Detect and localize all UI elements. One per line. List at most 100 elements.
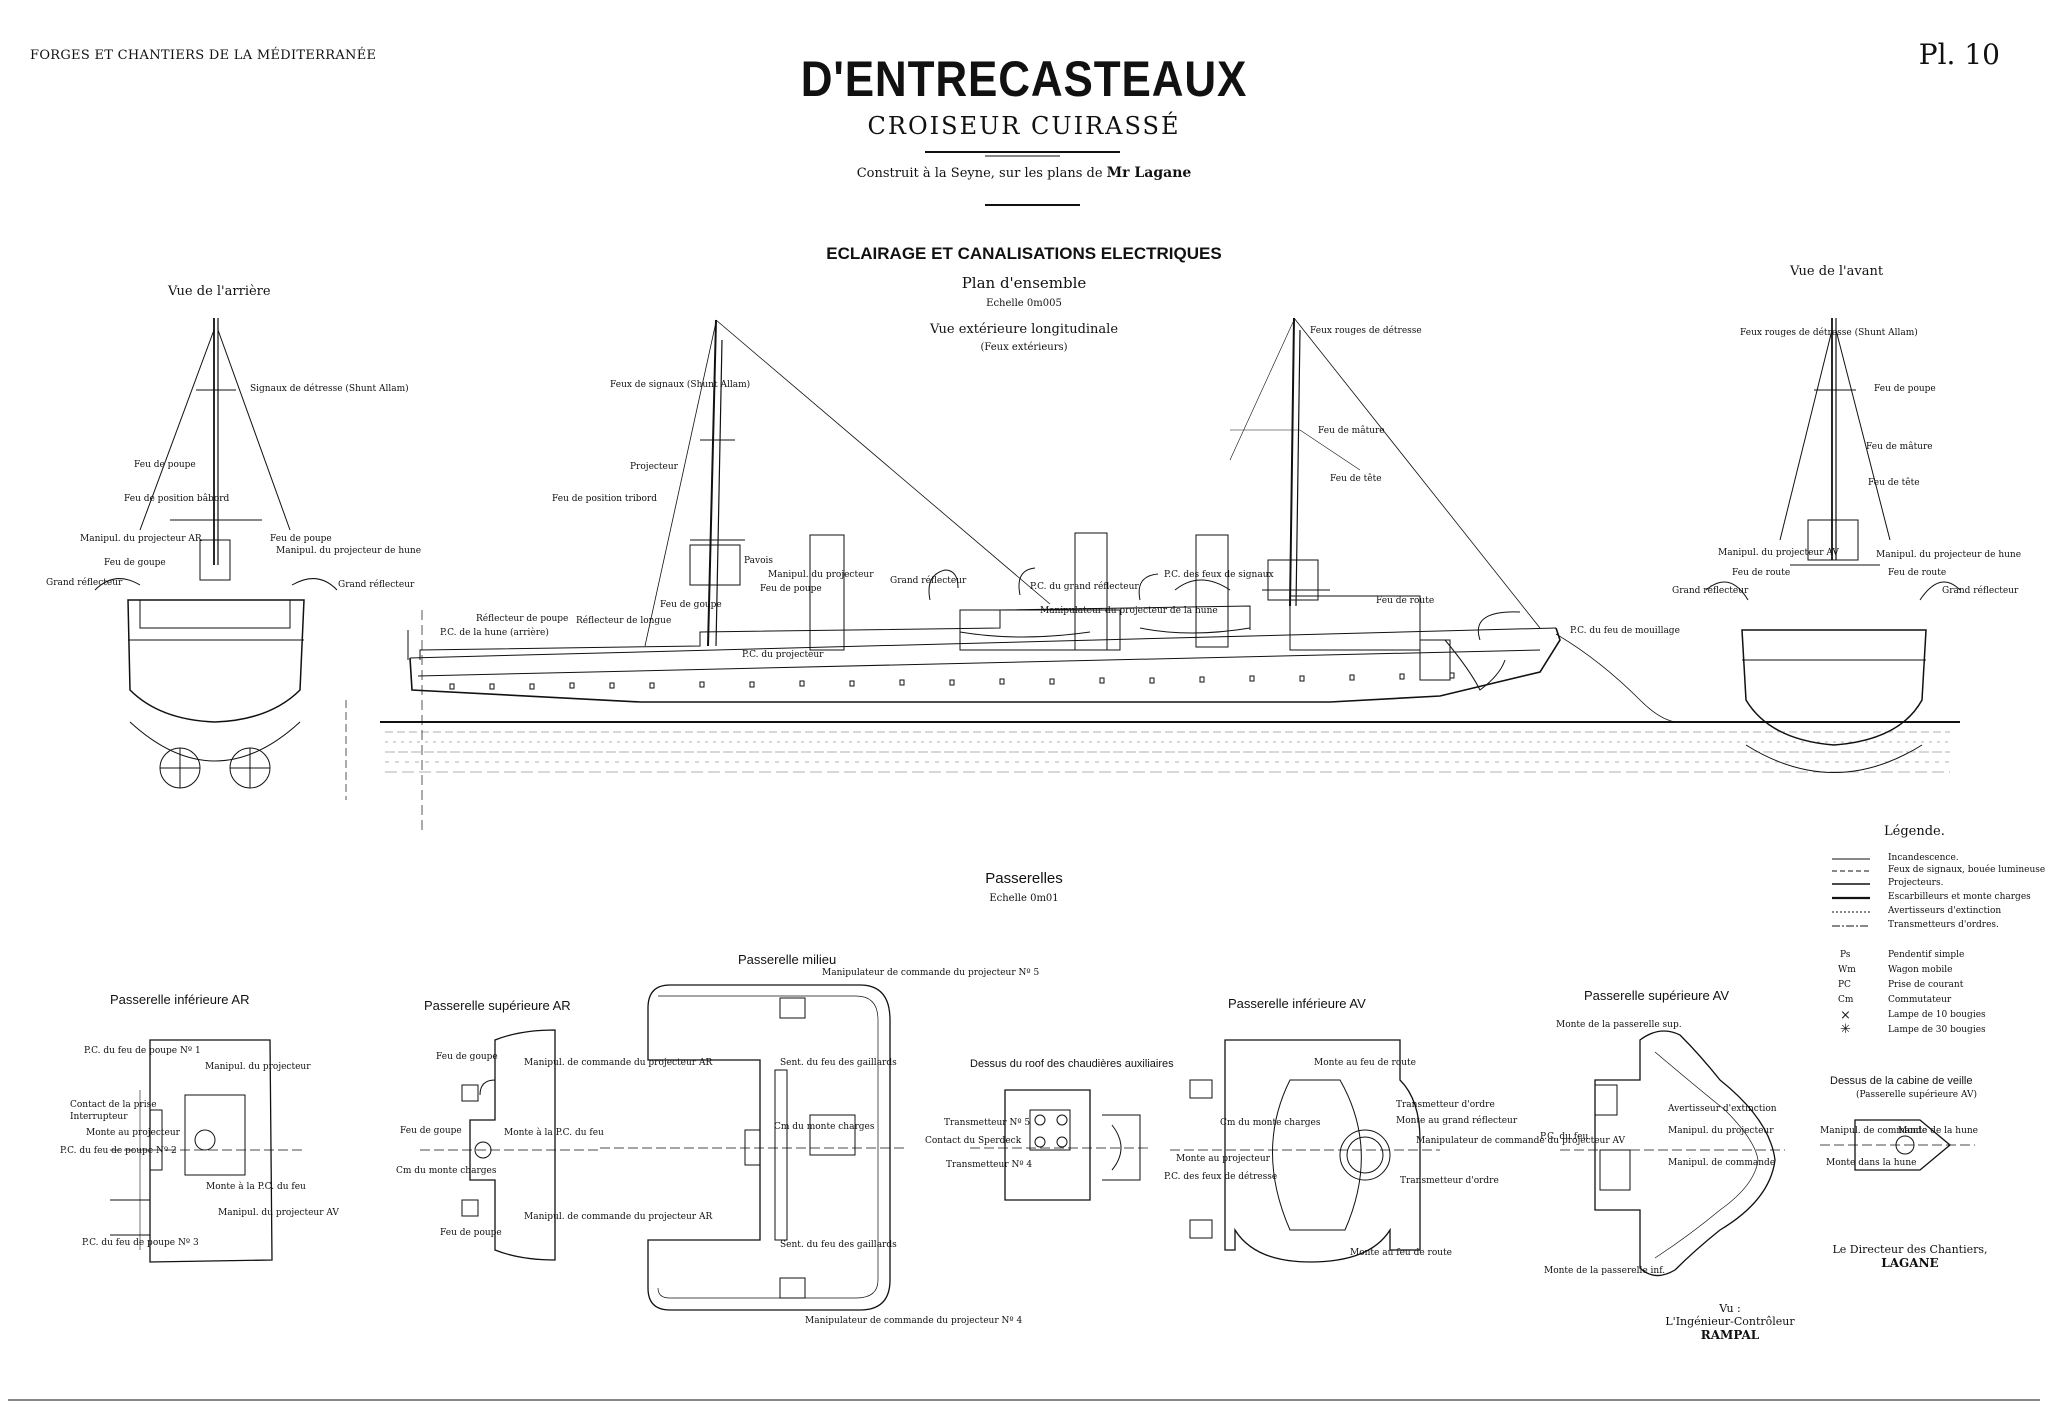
ship-annotation: Projecteur [630,462,678,472]
bridge-milieu-drawing [600,985,905,1310]
bridge-annotation: Monte à la P.C. du feu [206,1182,306,1192]
bridge-cabine-drawing [1820,1120,1975,1170]
bridge-annotation: P.C. du feu [1540,1132,1589,1142]
bridge-sup-av-title: Passerelle supérieure AV [1584,988,1730,1003]
ship-annotation: Manipul. du projecteur [768,570,874,580]
bridge-annotation: Monte de la passerelle sup. [1556,1020,1682,1030]
controller-name: RAMPAL [1700,1328,1760,1342]
rear-annotation: Feu de poupe [270,534,332,544]
ship-front-view [1706,318,1960,773]
director-label: Le Directeur des Chantiers, [1832,1243,1988,1256]
ship-longitudinal-view [380,318,1960,772]
front-annotation: Grand réflecteur [1942,586,2019,596]
bridge-inf-ar-title: Passerelle inférieure AR [110,992,250,1007]
legend-symbol-code: Ps [1840,950,1851,960]
bridge-annotation: Monte dans la hune [1826,1158,1917,1168]
ship-annotation: P.C. du feu de mouillage [1570,626,1680,636]
ship-name-title: D'ENTRECASTEAUX [800,51,1248,107]
plate-number: Pl. 10 [1918,38,2000,71]
legend-line-label: Feux de signaux, bouée lumineuse [1888,865,2046,875]
bridge-annotation: Transmetteur d'ordre [1400,1176,1499,1186]
legend-symbol-label: Lampe de 30 bougies [1888,1025,1986,1035]
legend-symbol-label: Pendentif simple [1888,950,1965,960]
bridge-annotation: Cm du monte charges [774,1122,875,1132]
ship-annotation: Feu de position tribord [552,494,657,504]
bridge-cabine-title: Dessus de la cabine de veille [1830,1075,1973,1087]
bridge-annotation: P.C. du feu de poupe Nº 2 [60,1146,177,1156]
bridge-annotation: Sent. du feu des gaillards [780,1240,897,1250]
ship-annotation: Pavois [744,556,774,566]
bridge-annotation: Manipul. de commande du projecteur AR [524,1058,713,1068]
bridge-annotation: Monte à la P.C. du feu [504,1128,604,1138]
bridge-annotation: Monte au projecteur [1176,1154,1270,1164]
bridge-annotation: Manipulateur de commande du projecteur N… [822,968,1040,978]
bridge-sup-ar-drawing [420,1030,600,1260]
ship-annotation: P.C. du grand réflecteur [1030,582,1139,592]
bridge-sup-av-drawing [1560,1031,1785,1276]
bridge-annotation: Monte au grand réflecteur [1396,1116,1518,1126]
bridge-annotation: Feu de poupe [440,1228,502,1238]
view-title: Vue extérieure longitudinale [929,322,1119,337]
bridge-annotation: Monte de la hune [1898,1126,1979,1136]
company-name: FORGES ET CHANTIERS DE LA MÉDITERRANÉE [30,48,377,63]
ship-annotation: Grand réflecteur [890,576,967,586]
ship-annotation: Feux de signaux (Shunt Allam) [610,380,751,390]
legend-symbol-label: Wagon mobile [1888,965,1953,975]
front-annotation: Grand réflecteur [1672,586,1749,596]
ship-type-subtitle: CROISEUR CUIRASSÉ [867,112,1181,140]
rear-annotation: Feu de goupe [104,558,166,568]
front-annotation: Feu de mâture [1866,442,1933,452]
legend-line-label: Incandescence. [1888,853,1959,863]
bridge-annotation: Monte au projecteur [86,1128,180,1138]
ship-annotation: P.C. des feux de signaux [1164,570,1274,580]
ship-annotation: Feu de poupe [760,584,822,594]
front-annotation: Manipul. du projecteur de hune [1876,550,2022,560]
ship-annotation: Feu de tête [1330,474,1382,484]
legend-line-label: Escarbilleurs et monte charges [1888,892,2031,902]
bridge-roof-drawing [970,1090,1150,1200]
legend-symbol-code: PC [1838,980,1851,990]
legend-line-label: Projecteurs. [1888,878,1944,888]
legend-symbol-code: Wm [1838,965,1856,975]
rear-view-label: Vue de l'arrière [168,284,271,299]
bridge-inf-av-drawing [1170,1040,1440,1262]
ship-annotation: Réflecteur de longue [576,616,672,626]
credit-name: Mr Lagane [1106,165,1192,181]
rear-annotation: Manipul. du projecteur de hune [276,546,422,556]
bridge-annotation: Sent. du feu des gaillards [780,1058,897,1068]
seen-label: Vu : [1719,1302,1741,1315]
rear-annotation: Feu de position bâbord [124,494,230,504]
legend-symbol-label: Prise de courant [1888,980,1964,990]
ship-annotation: Réflecteur de poupe [476,614,569,624]
bridge-annotation: Manipulateur de commande du projecteur A… [1416,1136,1626,1146]
rear-annotation: Manipul. du projecteur AR [80,534,202,544]
director-signature: Le Directeur des Chantiers, LAGANE [1830,1243,1990,1270]
front-view-label: Vue de l'avant [1790,264,1884,279]
ship-annotation: P.C. du projecteur [742,650,824,660]
bridge-annotation: Monte au feu de route [1314,1058,1416,1068]
legend-line-label: Avertisseurs d'extinction [1888,906,2002,916]
bridge-annotation: Interrupteur [70,1112,128,1122]
legend-title: Légende. [1884,824,1945,839]
bridge-inf-ar-drawing [110,1040,305,1262]
bridge-annotation: Contact du Sperdeck [925,1136,1022,1146]
bridge-annotation: Manipul. de commande du projecteur AR [524,1212,713,1222]
bridge-inf-av-title: Passerelle inférieure AV [1228,996,1366,1011]
view-subtitle: (Feux extérieurs) [980,342,1068,353]
rear-annotation: Grand réflecteur [46,578,123,588]
director-name: LAGANE [1881,1256,1939,1270]
bridge-annotation: Monte au feu de route [1350,1248,1452,1258]
rear-annotation: Signaux de détresse (Shunt Allam) [250,384,409,394]
section-title: ECLAIRAGE ET CANALISATIONS ELECTRIQUES [826,244,1222,263]
front-annotation: Feux rouges de détresse (Shunt Allam) [1740,328,1918,338]
front-annotation: Manipul. du projecteur AV [1718,548,1839,558]
ship-annotation: Manipulateur du projecteur de la hune [1040,606,1218,616]
bridge-annotation: P.C. du feu de poupe Nº 1 [84,1046,201,1056]
ship-rear-view [95,318,346,800]
bridge-annotation: Avertisseur d'extinction [1668,1104,1777,1114]
section-scale: Echelle 0m005 [986,298,1062,309]
passerelles-title: Passerelles [985,870,1063,887]
bridge-annotation: Cm du monte charges [1220,1118,1321,1128]
rear-annotation: Grand réflecteur [338,580,415,590]
